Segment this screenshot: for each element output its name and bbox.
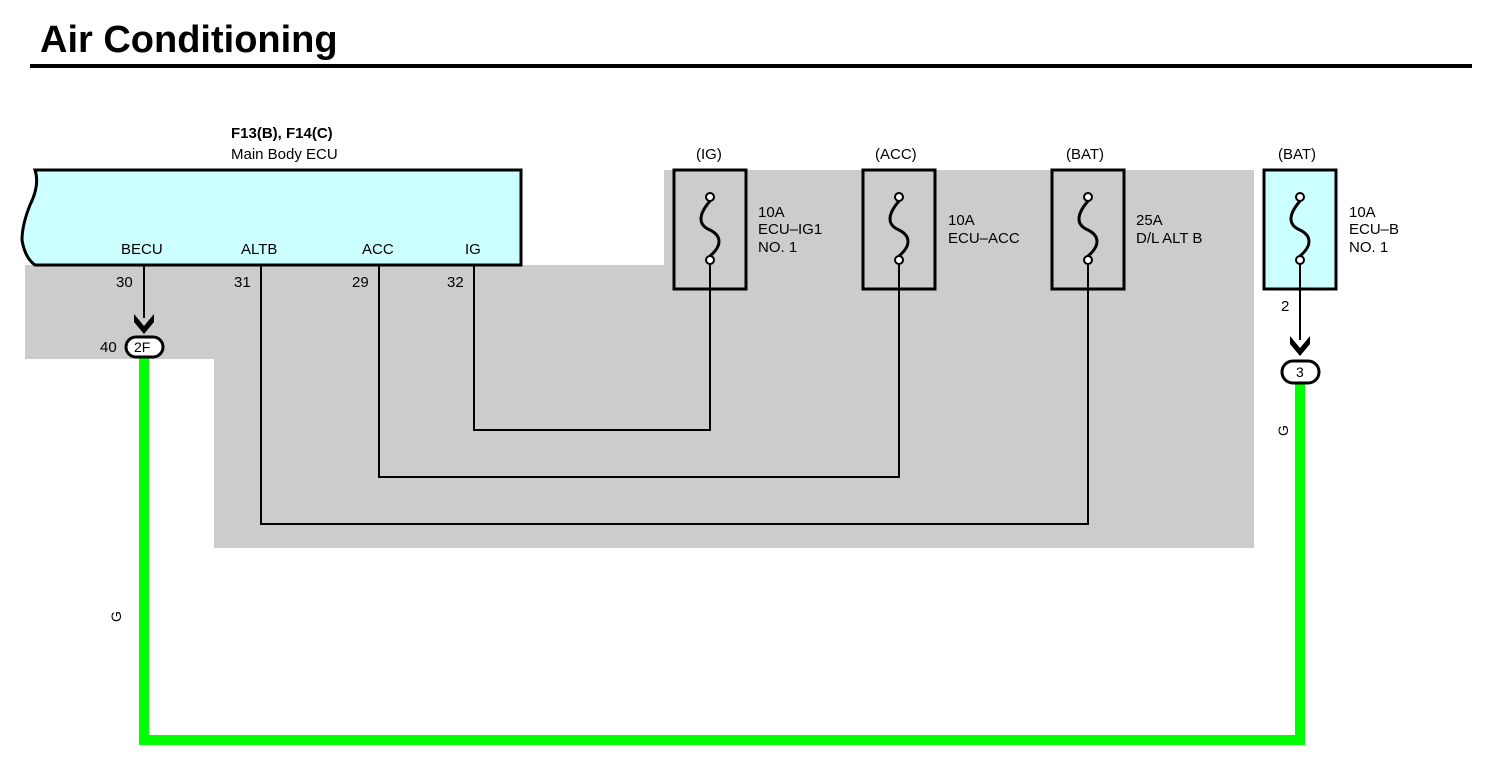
fuse-ecu-b: (BAT) 10A ECU–B NO. 1 2 bbox=[1262, 146, 1399, 315]
connector-2f: 2F 40 bbox=[100, 335, 165, 359]
page-title: Air Conditioning bbox=[40, 19, 338, 61]
connector-pin-2f: 40 bbox=[100, 339, 117, 356]
fuse-name-dl-alt-b: D/L ALT B bbox=[1136, 230, 1202, 247]
fuse-name2-ecu-b: NO. 1 bbox=[1349, 239, 1388, 256]
fuse-name-ig: ECU–IG1 bbox=[758, 221, 822, 238]
fuse-name-ecu-b: ECU–B bbox=[1349, 221, 1399, 238]
connector-id-3: 3 bbox=[1296, 364, 1304, 380]
fuse-name-acc: ECU–ACC bbox=[948, 230, 1020, 247]
ecu-connector-ref: F13(B), F14(C) bbox=[231, 125, 333, 142]
pin-acc: 29 bbox=[352, 274, 369, 291]
terminal-label-becu: BECU bbox=[121, 241, 163, 258]
fuse-rating-ig: 10A bbox=[758, 204, 785, 221]
fuse-rating-dl-alt-b: 25A bbox=[1136, 212, 1163, 229]
ecu-name: Main Body ECU bbox=[231, 146, 338, 163]
black-wires bbox=[143, 264, 1301, 525]
connector-3: 3 bbox=[1280, 359, 1321, 385]
arrow-icon bbox=[134, 314, 1310, 356]
green-wire bbox=[139, 357, 1305, 745]
fuse-source-bat: (BAT) bbox=[1066, 146, 1104, 163]
fuse-rating-acc: 10A bbox=[948, 212, 975, 229]
wire-color-label: G bbox=[108, 611, 124, 622]
pin-ig: 32 bbox=[447, 274, 464, 291]
main-body-ecu: F13(B), F14(C) Main Body ECU BECU ALTB A… bbox=[20, 125, 523, 291]
terminal-label-altb: ALTB bbox=[241, 241, 277, 258]
fuse-source-ig: (IG) bbox=[696, 146, 722, 163]
fuse-pin-ecu-b: 2 bbox=[1281, 298, 1289, 315]
fuse-rating-ecu-b: 10A bbox=[1349, 204, 1376, 221]
fuse-name2-ig: NO. 1 bbox=[758, 239, 797, 256]
fuse-source-acc: (ACC) bbox=[875, 146, 917, 163]
terminal-label-ig: IG bbox=[465, 241, 481, 258]
terminal-label-acc: ACC bbox=[362, 241, 394, 258]
pin-becu: 30 bbox=[116, 274, 133, 291]
connector-id-2f: 2F bbox=[134, 339, 150, 355]
wire-color-label: G bbox=[1275, 425, 1291, 436]
pin-altb: 31 bbox=[234, 274, 251, 291]
fuse-source-bat-2: (BAT) bbox=[1278, 146, 1316, 163]
